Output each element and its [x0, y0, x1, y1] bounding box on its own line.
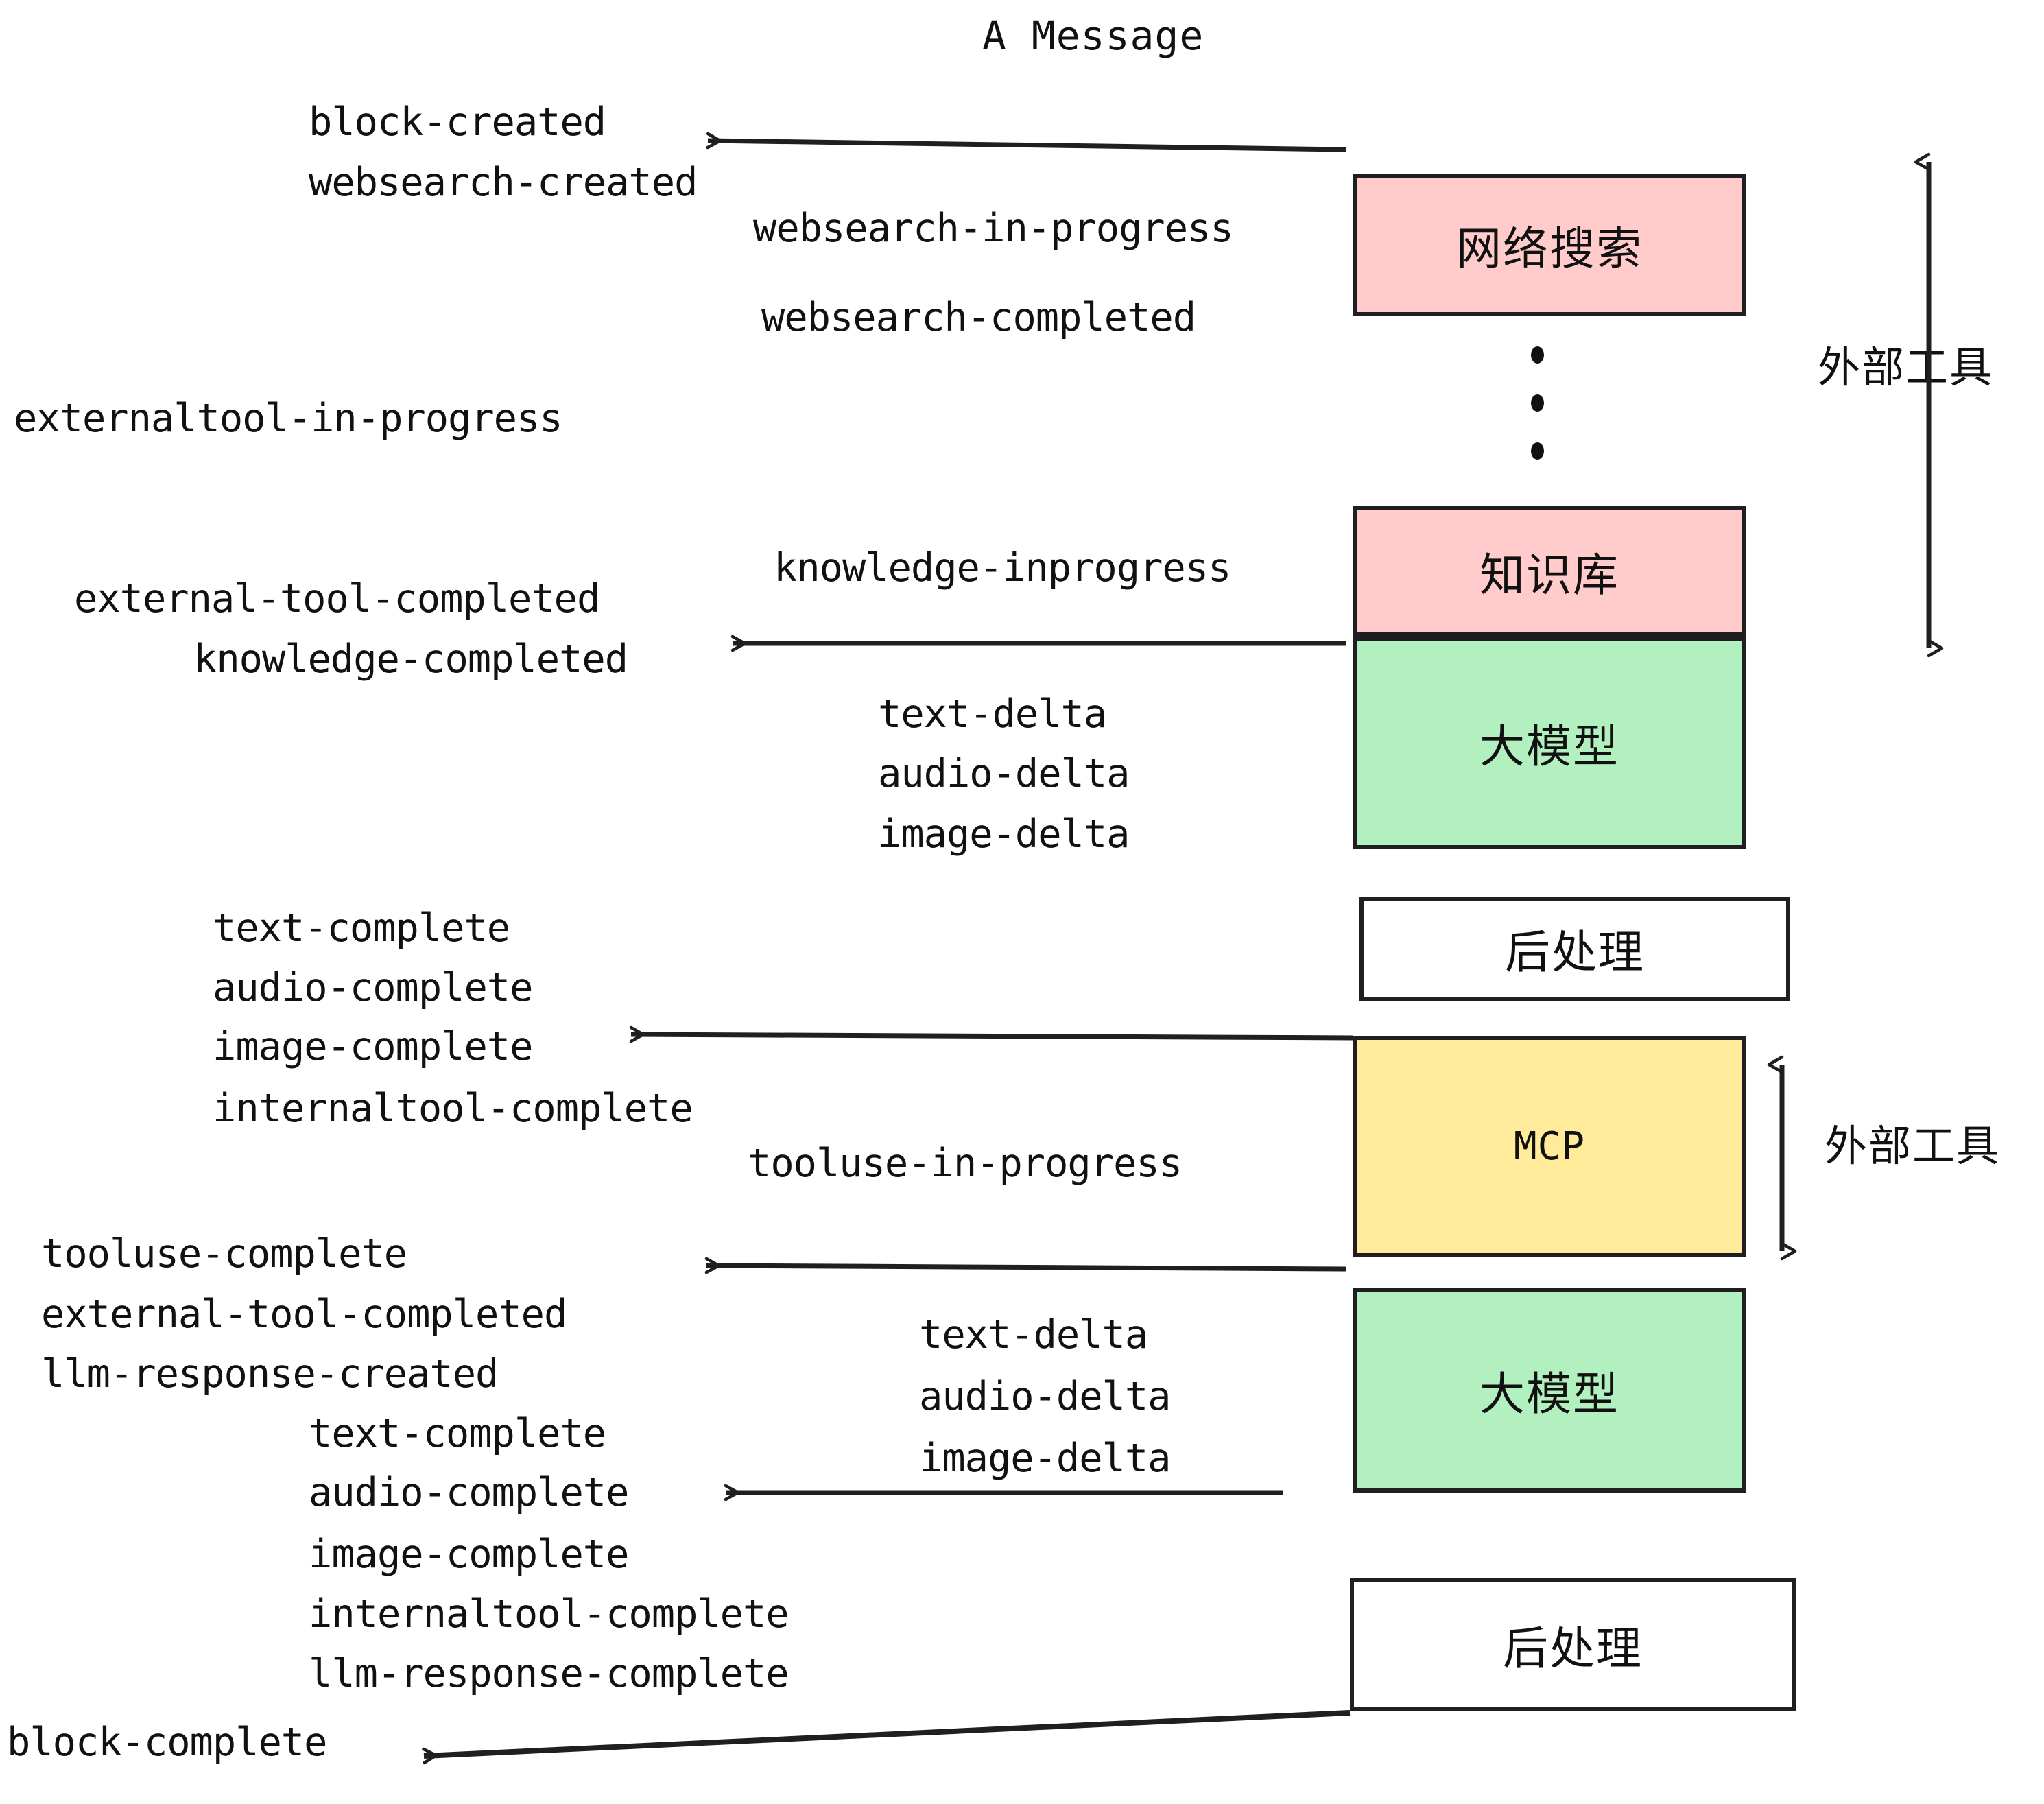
event-tooluse-complete: tooluse-complete — [41, 1231, 407, 1277]
node-knowledge[interactable]: 知识库 — [1353, 506, 1746, 637]
event-websearch-completed: websearch-completed — [761, 295, 1196, 340]
arrow-postprocess-to-image-complete — [629, 1025, 1353, 1043]
node-llm-bottom-label: 大模型 — [1479, 1368, 1619, 1421]
arrow-mcp-to-tooluse-complete — [704, 1257, 1346, 1274]
event-audio-complete-1: audio-complete — [213, 965, 533, 1010]
vertical-ellipsis — [1530, 346, 1545, 460]
event-knowledge-completed: knowledge-completed — [193, 637, 628, 682]
event-internaltool-complete-1: internaltool-complete — [213, 1086, 693, 1131]
page-title: A Message — [982, 12, 1204, 59]
event-text-delta-1: text-delta — [878, 691, 1107, 737]
node-postprocess-top[interactable]: 后处理 — [1359, 897, 1790, 1001]
side-label-external-tools-top: 外部工具 — [1818, 342, 1994, 392]
node-llm-top-label: 大模型 — [1479, 720, 1619, 773]
node-postprocess-bottom[interactable]: 后处理 — [1350, 1578, 1796, 1711]
event-tooluse-in-progress: tooluse-in-progress — [748, 1141, 1183, 1186]
event-audio-delta-1: audio-delta — [878, 751, 1130, 796]
node-knowledge-label: 知识库 — [1479, 549, 1619, 602]
arrow-postprocess-bottom-to-block-complete — [422, 1710, 1351, 1765]
node-mcp-label: MCP — [1513, 1124, 1586, 1169]
event-text-complete-2: text-complete — [309, 1411, 606, 1456]
event-websearch-created: websearch-created — [309, 160, 698, 205]
event-llm-response-created: llm-response-created — [41, 1351, 499, 1397]
ellipsis-dot — [1530, 442, 1544, 460]
ellipsis-dot — [1530, 346, 1544, 364]
event-externaltool-in-progress: externaltool-in-progress — [14, 396, 563, 441]
event-audio-delta-2: audio-delta — [919, 1374, 1171, 1419]
event-knowledge-inprogress: knowledge-inprogress — [774, 545, 1231, 591]
event-llm-response-complete: llm-response-complete — [309, 1651, 789, 1696]
event-block-created: block-created — [309, 99, 606, 145]
event-image-complete-1: image-complete — [213, 1024, 533, 1069]
event-image-delta-2: image-delta — [919, 1436, 1171, 1481]
node-websearch-label: 网络搜索 — [1456, 222, 1643, 275]
event-text-delta-2: text-delta — [919, 1312, 1148, 1357]
node-websearch[interactable]: 网络搜索 — [1353, 174, 1746, 316]
side-label-external-tools-bottom: 外部工具 — [1825, 1121, 2001, 1171]
event-websearch-in-progress: websearch-in-progress — [753, 206, 1234, 251]
node-llm-bottom[interactable]: 大模型 — [1353, 1288, 1746, 1493]
event-external-tool-completed-2: external-tool-completed — [41, 1292, 567, 1337]
ellipsis-dot — [1530, 394, 1544, 412]
arrow-websearch-to-block-created — [706, 132, 1346, 152]
event-audio-complete-2: audio-complete — [309, 1470, 629, 1515]
event-block-complete: block-complete — [7, 1720, 327, 1765]
event-internaltool-complete-2: internaltool-complete — [309, 1591, 789, 1637]
event-text-complete-1: text-complete — [213, 905, 510, 951]
event-external-tool-completed-1: external-tool-completed — [74, 576, 600, 621]
node-postprocess-bottom-label: 后处理 — [1503, 1622, 1643, 1675]
node-postprocess-top-label: 后处理 — [1505, 926, 1645, 979]
event-image-delta-1: image-delta — [878, 811, 1130, 857]
node-llm-top[interactable]: 大模型 — [1353, 637, 1746, 849]
event-image-complete-2: image-complete — [309, 1532, 629, 1577]
node-mcp[interactable]: MCP — [1353, 1036, 1746, 1257]
